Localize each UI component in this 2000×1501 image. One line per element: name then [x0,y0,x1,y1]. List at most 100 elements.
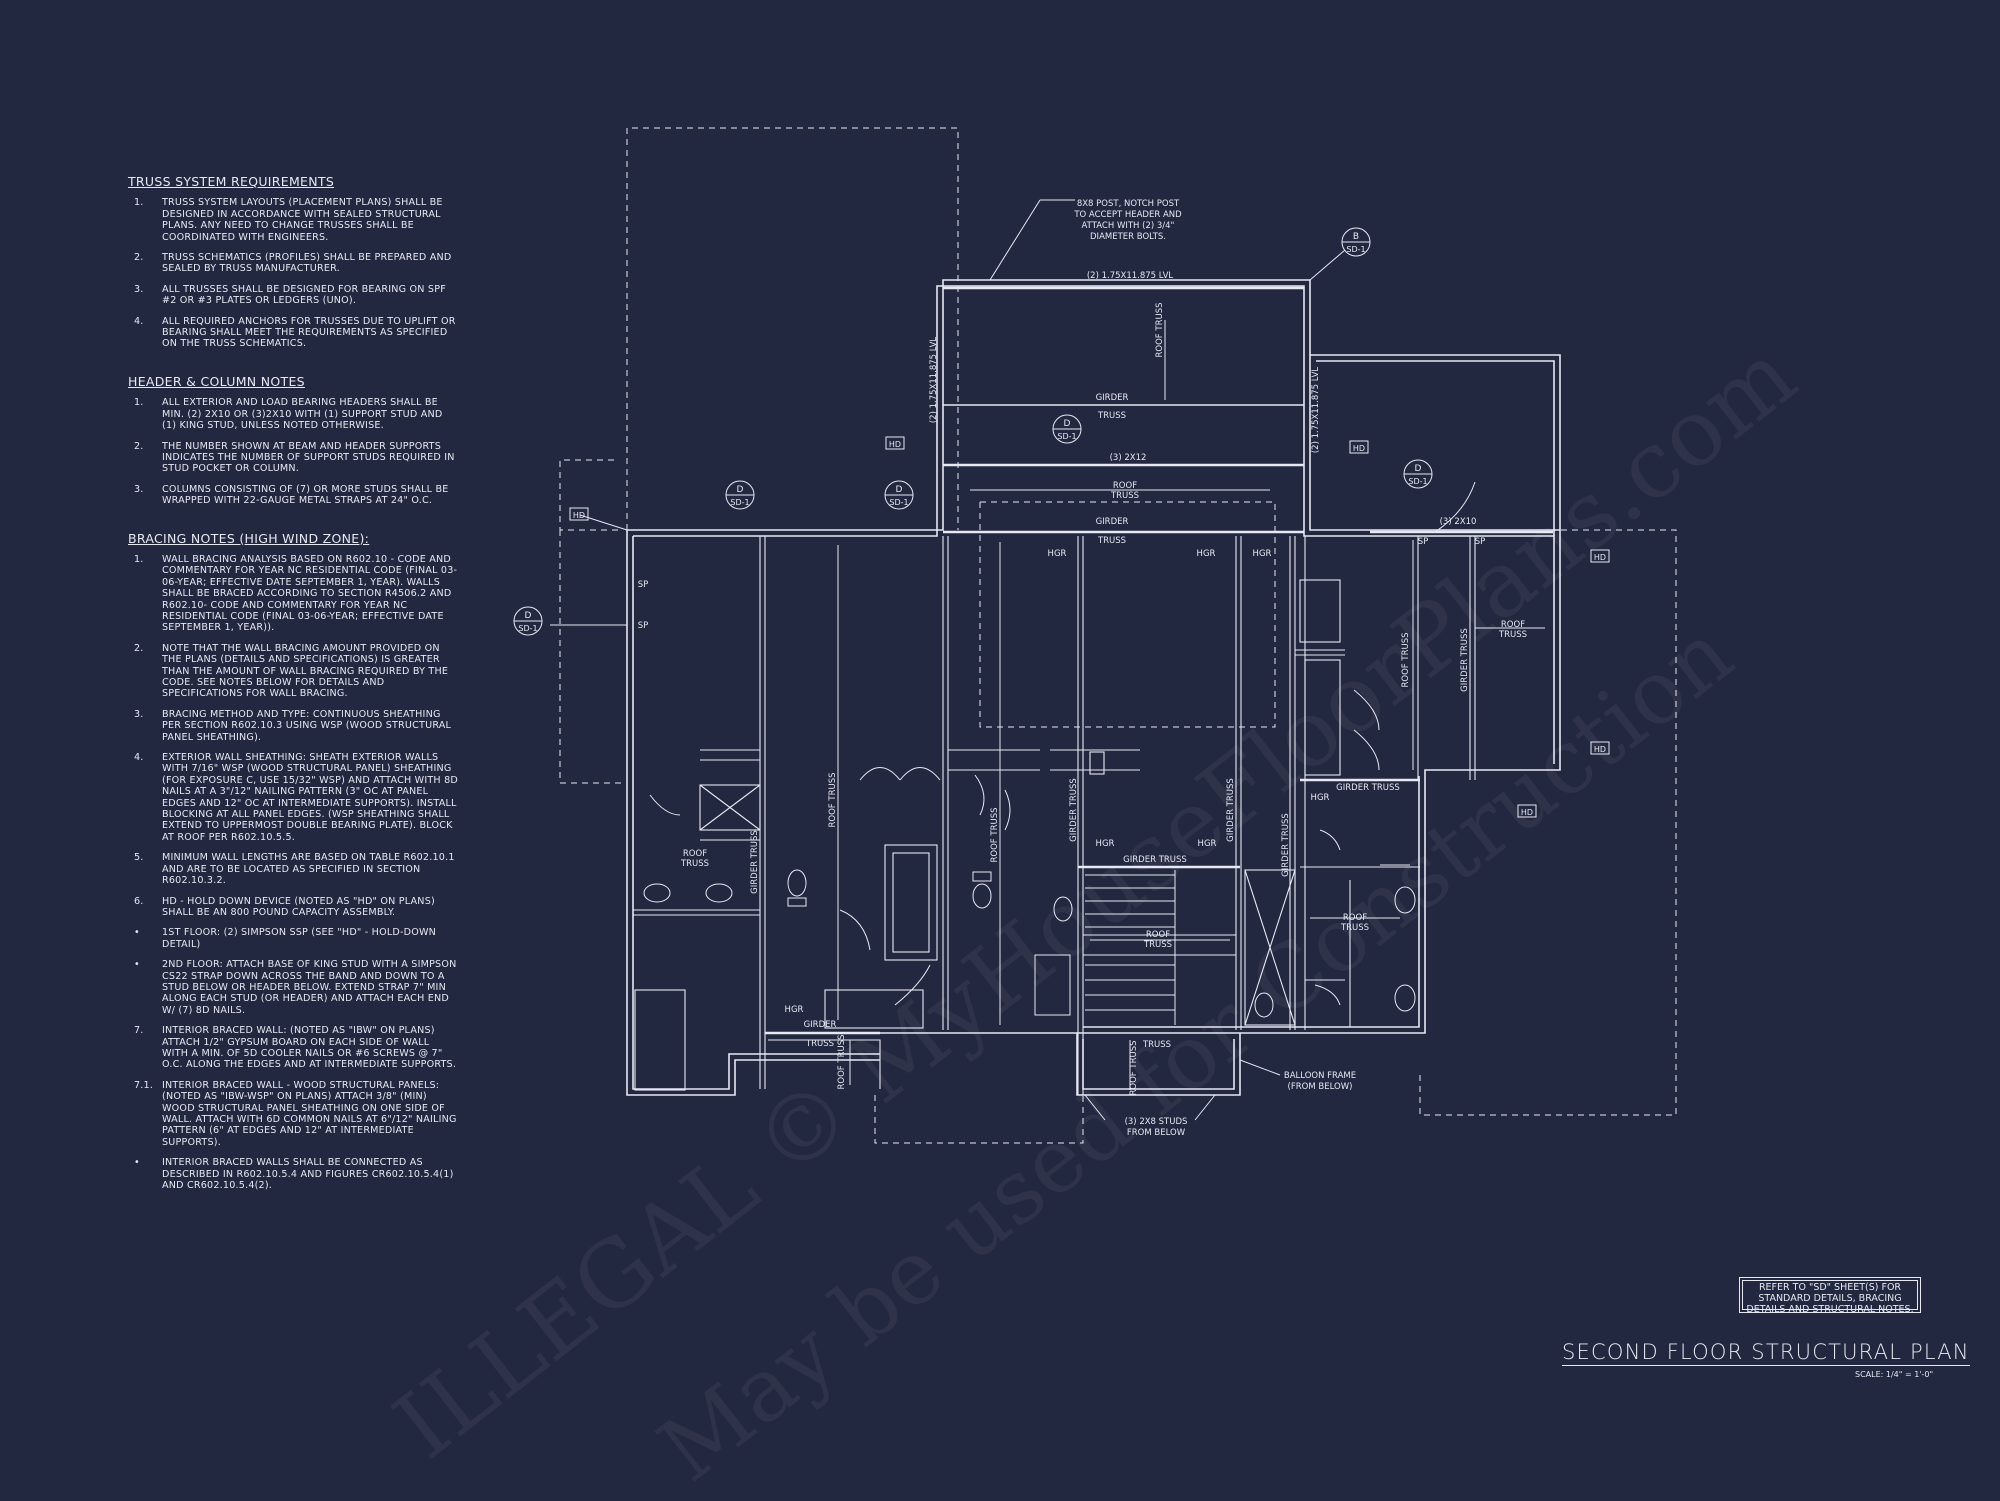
girder-label: GIRDER [1096,517,1129,527]
note-text: NOTE THAT THE WALL BRACING AMOUNT PROVID… [162,642,449,700]
roof-truss-v4: ROOF TRUSS [1401,633,1411,688]
truss-bottom: TRUSS [1142,1040,1171,1050]
girder-truss-v3: GIRDER TRUSS [1226,778,1236,842]
bracing-note-item: 6.HD - HOLD DOWN DEVICE (NOTED AS "HD" O… [128,896,458,919]
note-number: 3. [134,483,144,495]
hgr-2: HGR [1197,549,1216,559]
truss-section: TRUSS SYSTEM REQUIREMENTS 1.TRUSS SYSTEM… [128,174,458,350]
truss-top2: TRUSS [1110,491,1139,501]
lvl-left-label: (2) 1.75X11.875 LVL [929,337,939,424]
bracing-list: 1. WALL BRACING ANALYSIS BASED ON R602.10… [128,554,458,1192]
girder-truss-mid: GIRDER TRUSS [1123,855,1187,865]
dashed-outlines [559,127,1677,1144]
sp-2: SP [1475,537,1486,547]
girder-truss-right: GIRDER TRUSS [1336,783,1400,793]
roof-truss-v2: ROOF TRUSS [828,773,838,828]
girder-truss-v2: GIRDER TRUSS [1069,778,1079,842]
span-arrows [837,320,1545,1090]
roof-truss-left: ROOF [683,849,707,859]
note-text: TRUSS SYSTEM LAYOUTS (PLACEMENT PLANS) S… [162,197,443,243]
sp-1: SP [1418,537,1429,547]
bubble-d-1: D [737,485,744,495]
bubble-b: B [1353,232,1359,242]
truss-lb: TRUSS [805,1039,834,1049]
post-note-line4: DIAMETER BOLTS. [1090,232,1166,242]
hdr-2x10-label: (3) 2X10 [1440,517,1477,527]
section-bubbles [513,227,1433,636]
roof-truss-right: ROOF [1501,620,1525,630]
bracing-note-item: 1. WALL BRACING ANALYSIS BASED ON R602.10… [128,554,458,634]
lvl-top-label: (2) 1.75X11.875 LVL [1087,271,1174,281]
note-text: COLUMNS CONSISTING OF (7) OR MORE STUDS … [162,483,449,507]
note-text: INTERIOR BRACED WALL - WOOD STRUCTURAL P… [162,1079,457,1148]
note-number: 4. [134,752,144,764]
girder-truss-v5: GIRDER TRUSS [1460,628,1470,692]
hgr-5: HGR [1198,839,1217,849]
note-number: 2. [134,642,144,654]
bubble-d-3: D [1064,419,1071,429]
post-note-line1: 8X8 POST, NOTCH POST [1077,199,1180,209]
note-number: 3. [134,708,144,720]
truss-top: TRUSS [1097,411,1126,421]
bracing-note-item: •INTERIOR BRACED WALLS SHALL BE CONNECTE… [128,1157,458,1191]
note-text: ALL REQUIRED ANCHORS FOR TRUSSES DUE TO … [162,315,456,350]
roof-truss-mid: ROOF [1146,930,1170,940]
truss-left: TRUSS [680,859,709,869]
note-number: 1. [134,397,144,409]
note-text: INTERIOR BRACED WALL: (NOTED AS "IBW" ON… [162,1025,457,1071]
bracing-note-item: •1ST FLOOR: (2) SIMPSON SSP (SEE "HD" - … [128,927,458,950]
note-number: 2. [134,252,144,264]
post-note-line2: TO ACCEPT HEADER AND [1073,210,1182,220]
reference-note-box: REFER TO "SD" SHEET(S) FOR STANDARD DETA… [1739,1277,1921,1315]
post-note-line3: ATTACH WITH (2) 3/4" [1082,221,1175,231]
fixtures [643,869,1416,1018]
roof-truss-v3: ROOF TRUSS [990,808,1000,863]
bracing-note-item: 7.INTERIOR BRACED WALL: (NOTED AS "IBW" … [128,1025,458,1071]
note-text: WALL BRACING ANALYSIS BASED ON R602.10 -… [162,553,458,634]
bracing-title: BRACING NOTES (HIGH WIND ZONE): [128,530,370,546]
header-list: 1. ALL EXTERIOR AND LOAD BEARING HEADERS … [128,397,458,506]
exterior-walls [626,279,1561,1096]
sp-4: SP [638,621,649,631]
note-number: 4. [134,315,144,327]
studs-line2: FROM BELOW [1127,1128,1186,1138]
note-text: EXTERIOR WALL SHEATHING: SHEATH EXTERIOR… [162,752,458,843]
header-note-item: 1. ALL EXTERIOR AND LOAD BEARING HEADERS … [128,397,458,431]
hdr-2x12-label: (3) 2X12 [1110,453,1147,463]
hd-5: HD [1594,745,1606,754]
header-title: HEADER & COLUMN NOTES [128,373,305,389]
reference-note-text: REFER TO "SD" SHEET(S) FOR STANDARD DETA… [1742,1280,1918,1315]
hgr-6: HGR [1311,793,1330,803]
girder-lb: GIRDER [804,1020,837,1030]
girder-truss-v1: GIRDER TRUSS [750,830,760,894]
truss-list: 1.TRUSS SYSTEM LAYOUTS (PLACEMENT PLANS)… [128,197,458,349]
note-text: HD - HOLD DOWN DEVICE (NOTED AS "HD" ON … [162,895,435,918]
header-section: HEADER & COLUMN NOTES 1. ALL EXTERIOR AND… [128,373,458,507]
hold-downs [569,436,1610,818]
hd-2: HD [1353,444,1365,453]
truss-rb: TRUSS [1340,923,1369,933]
studs-line1: (3) 2X8 STUDS [1125,1117,1188,1127]
note-text: ALL EXTERIOR AND LOAD BEARING HEADERS SH… [162,397,443,432]
note-text: THE NUMBER SHOWN AT BEAM AND HEADER SUPP… [162,440,455,475]
truss-title: TRUSS SYSTEM REQUIREMENTS [128,174,335,189]
truss-note-item: 3.ALL TRUSSES SHALL BE DESIGNED FOR BEAR… [128,284,458,307]
note-number: 2. [134,440,144,452]
bubble-d-6: D [525,611,532,621]
note-number: 1. [134,553,144,565]
note-number: 7.1. [134,1079,154,1091]
truss-note-item: 2.TRUSS SCHEMATICS (PROFILES) SHALL BE P… [128,252,458,275]
roof-truss-v5: ROOF TRUSS [837,1035,847,1090]
header-note-item: 3. COLUMNS CONSISTING OF (7) OR MORE STUD… [128,484,458,507]
note-number: 5. [134,852,144,864]
roof-truss-top: ROOF [1113,481,1137,491]
hgr-7: HGR [785,1005,804,1015]
truss-mid: TRUSS [1143,940,1172,950]
sp-3: SP [638,580,649,590]
note-text: BRACING METHOD AND TYPE: CONTINUOUS SHEA… [162,708,452,743]
note-text: 1ST FLOOR: (2) SIMPSON SSP (SEE "HD" - H… [162,927,437,950]
bracing-note-item: 3. BRACING METHOD AND TYPE: CONTINUOUS SH… [128,709,458,743]
hd-3: HD [573,511,585,520]
stairs [1085,870,1176,1025]
